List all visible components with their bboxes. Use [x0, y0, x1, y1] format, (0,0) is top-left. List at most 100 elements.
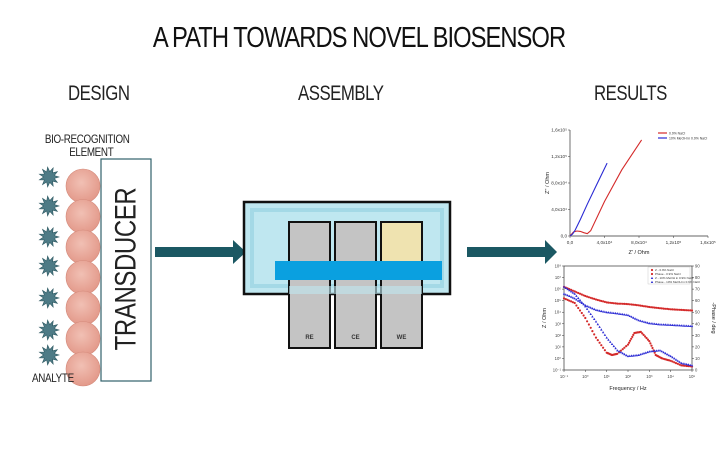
bode-data-point — [616, 349, 619, 352]
bode-data-point — [625, 345, 628, 348]
bode-data-point — [587, 305, 591, 308]
bode-data-point — [669, 359, 672, 362]
bode-data-point — [662, 351, 665, 354]
bode-data-point — [603, 300, 606, 303]
analyte-icon — [38, 255, 60, 277]
stage-label-assembly: ASSEMBLY — [298, 82, 384, 105]
bode-data-point — [610, 311, 614, 314]
bode-data-point — [603, 349, 606, 352]
bode-y2-tick-label: 70 — [695, 287, 700, 292]
bode-data-point — [660, 323, 663, 326]
bode-data-point — [655, 306, 658, 309]
bode-y2-tick-label: 0 — [695, 368, 698, 373]
bode-data-point — [682, 364, 685, 367]
bode-data-point — [637, 304, 640, 307]
bode-y-tick-label: 10⁸ — [555, 264, 562, 269]
bode-data-point — [657, 306, 660, 310]
bode-data-point — [689, 363, 692, 366]
bode-data-point — [651, 349, 655, 353]
bode-data-point — [573, 292, 576, 295]
bode-data-point — [625, 302, 628, 306]
bode-data-point — [575, 294, 578, 297]
bode-x-tick-label: 10⁰ — [582, 374, 589, 379]
bode-data-point — [632, 316, 635, 319]
bode-data-point — [689, 324, 692, 327]
bode-data-point — [642, 320, 646, 323]
bode-data-point — [566, 294, 569, 297]
bode-data-point — [621, 351, 624, 355]
bode-y2-tick-label: 80 — [695, 275, 700, 280]
bode-data-point — [657, 322, 660, 326]
stage-label-design: DESIGN — [68, 82, 130, 105]
bode-data-point — [596, 339, 599, 342]
bode-data-point — [617, 312, 621, 315]
bode-data-point — [571, 291, 575, 294]
bode-data-point — [687, 363, 690, 366]
bode-y-tick-label: 10⁰ — [555, 356, 562, 361]
bode-data-point — [575, 298, 578, 301]
bode-legend-marker — [650, 268, 654, 272]
bode-data-point — [570, 288, 573, 291]
bode-x-tick-label: 10¹ — [604, 374, 611, 379]
bode-data-point — [683, 362, 687, 365]
bode-data-point — [591, 330, 594, 333]
bode-x-tick-label: 10⁻¹ — [560, 374, 569, 379]
nyquist-y-tick-label: 1,2x10⁵ — [551, 154, 567, 159]
bode-y2-tick-label: 30 — [695, 333, 700, 338]
nyquist-x-tick-label: 1,6x10⁵ — [700, 240, 716, 245]
bode-data-point — [689, 309, 692, 312]
bode-data-point — [653, 349, 656, 352]
bode-data-point — [571, 296, 575, 299]
bode-data-point — [591, 315, 594, 318]
bode-data-point — [601, 310, 605, 313]
bode-data-point — [678, 360, 681, 363]
bode-data-point — [683, 364, 686, 367]
bode-data-point — [598, 299, 601, 302]
nyquist-y-axis-label: Z'' / Ohm — [545, 172, 551, 194]
bode-data-point — [612, 311, 615, 314]
bode-data-point — [673, 323, 676, 327]
bode-x-tick-label: 10² — [625, 374, 632, 379]
bode-data-point — [680, 324, 683, 327]
bode-data-point — [644, 335, 647, 338]
bode-data-point — [585, 307, 589, 310]
bode-data-point — [673, 361, 676, 364]
bode-y-tick-label: 10⁴ — [555, 310, 562, 315]
bode-data-point — [650, 306, 653, 309]
bode-data-point — [607, 338, 610, 341]
bode-data-point — [648, 305, 651, 309]
bode-data-point — [628, 314, 631, 317]
bode-x-tick-label: 10³ — [646, 374, 653, 379]
bode-data-point — [687, 309, 690, 312]
electrode-we-label: WE — [397, 335, 407, 341]
bode-data-point — [681, 362, 685, 365]
bode-data-point — [575, 304, 578, 307]
bode-data-point — [658, 307, 662, 310]
bode-data-point — [566, 287, 569, 291]
bode-data-point — [680, 308, 683, 311]
bode-data-point — [631, 335, 634, 338]
bode-data-point — [619, 351, 623, 354]
bode-data-point — [683, 324, 687, 327]
bode-data-point — [644, 351, 647, 354]
bode-data-point — [587, 296, 590, 299]
bode-data-point — [633, 354, 637, 357]
bode-data-point — [623, 346, 626, 349]
bode-data-point — [562, 285, 566, 288]
bode-data-point — [630, 315, 633, 318]
bode-data-point — [580, 311, 583, 315]
bode-data-point — [564, 286, 567, 289]
bode-data-point — [594, 320, 598, 323]
bode-y-tick-label: 10² — [555, 333, 562, 338]
bode-data-point — [603, 310, 607, 313]
bode-data-point — [575, 291, 578, 294]
bode-data-point — [662, 323, 665, 326]
bode-data-point — [635, 318, 639, 321]
bode-data-point — [626, 303, 630, 306]
bode-data-point — [639, 304, 642, 307]
page-title: A PATH TOWARDS NOVEL BIOSENSOR — [152, 22, 566, 54]
bode-data-point — [610, 301, 614, 305]
bode-data-point — [649, 350, 653, 353]
bode-data-point — [609, 340, 612, 343]
